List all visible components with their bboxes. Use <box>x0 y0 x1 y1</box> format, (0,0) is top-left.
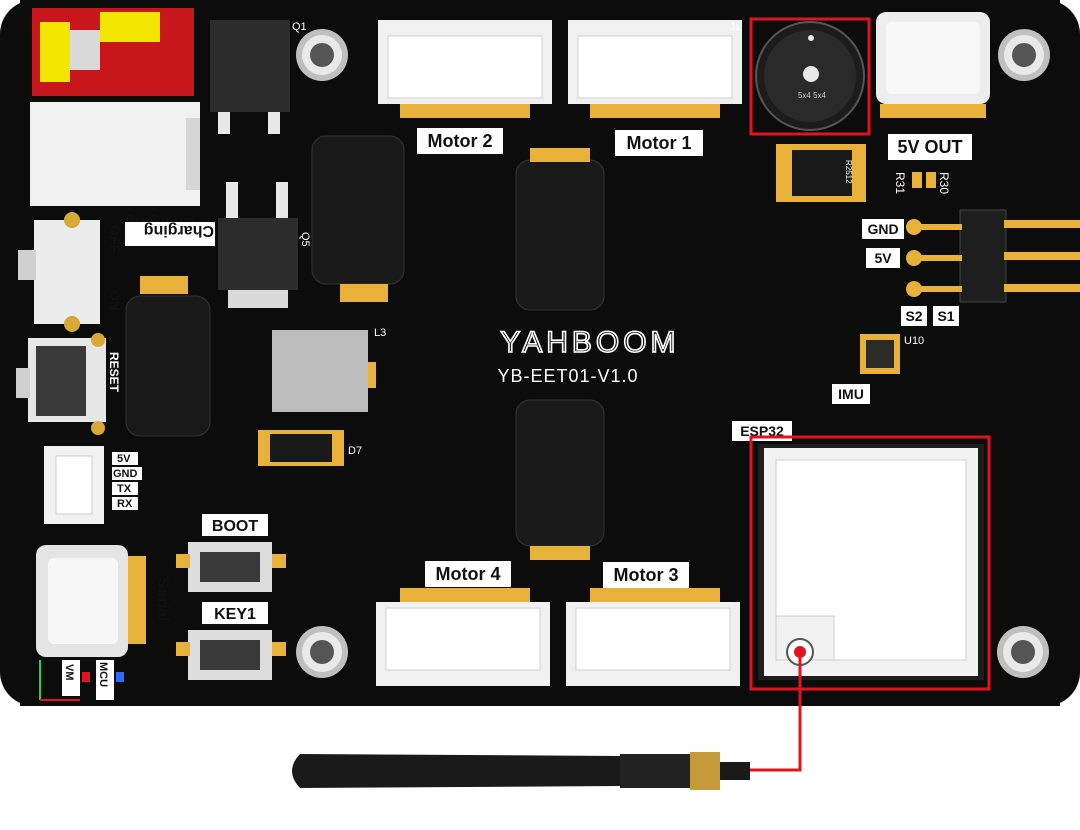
label-gnd: GND <box>867 221 898 237</box>
silk-r2512: R2512 <box>844 160 853 184</box>
key1-button <box>176 630 286 680</box>
uart-rx: RX <box>117 498 133 510</box>
mosfet-q5 <box>218 182 298 308</box>
silk-j1: J1 <box>730 22 741 33</box>
buzzer-highlight <box>749 17 871 136</box>
capacitor <box>515 399 605 560</box>
inductor-l3 <box>272 330 376 412</box>
mounting-hole <box>997 626 1049 678</box>
motor1-connector <box>568 20 742 118</box>
pin-header <box>906 209 1080 303</box>
label-motor4: Motor 4 <box>436 564 501 584</box>
mounting-hole <box>998 29 1050 81</box>
esp32-highlight <box>749 435 991 691</box>
board-model: YB-EET01-V1.0 <box>497 366 638 386</box>
label-serial: Serial <box>154 578 171 622</box>
silk-l3: L3 <box>374 327 386 339</box>
esp32-module <box>758 444 984 680</box>
imu-chip <box>860 334 900 374</box>
slide-switch <box>18 212 100 332</box>
buzzer <box>755 21 865 131</box>
label-off: OFF <box>107 225 123 253</box>
usb-c-5v-out <box>876 12 990 118</box>
antenna-cable <box>750 658 802 772</box>
silk-r30: R30 <box>937 172 951 194</box>
mosfet-q1 <box>210 20 290 134</box>
capacitor <box>311 135 405 302</box>
label-vm: VM <box>63 664 75 681</box>
label-boot: BOOT <box>212 518 258 535</box>
silk-q1: Q1 <box>292 21 307 33</box>
capacitor <box>515 148 605 311</box>
label-motor3: Motor 3 <box>614 565 679 585</box>
label-key1: KEY1 <box>214 606 256 623</box>
uart-gnd: GND <box>113 468 138 480</box>
antenna <box>292 752 750 790</box>
motor3-connector <box>566 588 740 686</box>
label-s2: S2 <box>905 308 922 324</box>
power-switch <box>32 8 194 96</box>
usb-c-serial <box>36 545 146 657</box>
label-reset: RESET <box>107 352 121 393</box>
label-5v: 5V <box>874 250 892 266</box>
silk-u10: U10 <box>904 335 924 347</box>
label-motor1: Motor 1 <box>627 133 692 153</box>
dc-jack <box>30 102 200 206</box>
reset-button <box>16 333 106 435</box>
resistor-r2512 <box>776 144 866 202</box>
label-motor2: Motor 2 <box>428 131 493 151</box>
motor2-connector <box>378 20 552 118</box>
uart-5v: 5V <box>117 453 131 465</box>
charging-label: Charging <box>144 222 214 239</box>
uart-tx: TX <box>117 483 132 495</box>
label-s1: S1 <box>937 308 954 324</box>
label-esp32: ESP32 <box>740 423 784 439</box>
label-imu: IMU <box>838 386 864 402</box>
mounting-hole <box>296 29 348 81</box>
diode-d7 <box>258 430 344 466</box>
silk-d7: D7 <box>348 445 362 457</box>
silk-r31: R31 <box>893 172 907 194</box>
label-on: ON <box>107 290 123 311</box>
board-logo: YAHBOOM <box>500 326 679 359</box>
boot-button <box>176 542 286 592</box>
uart-connector <box>44 446 104 524</box>
silk-buzzer: 5x4 5x4 <box>798 91 827 100</box>
label-5v-out: 5V OUT <box>897 137 962 157</box>
capacitor <box>125 276 211 437</box>
label-mcu: MCU <box>97 662 109 687</box>
mounting-hole <box>296 626 348 678</box>
silk-q5: Q5 <box>299 232 311 247</box>
motor4-connector <box>376 588 550 686</box>
